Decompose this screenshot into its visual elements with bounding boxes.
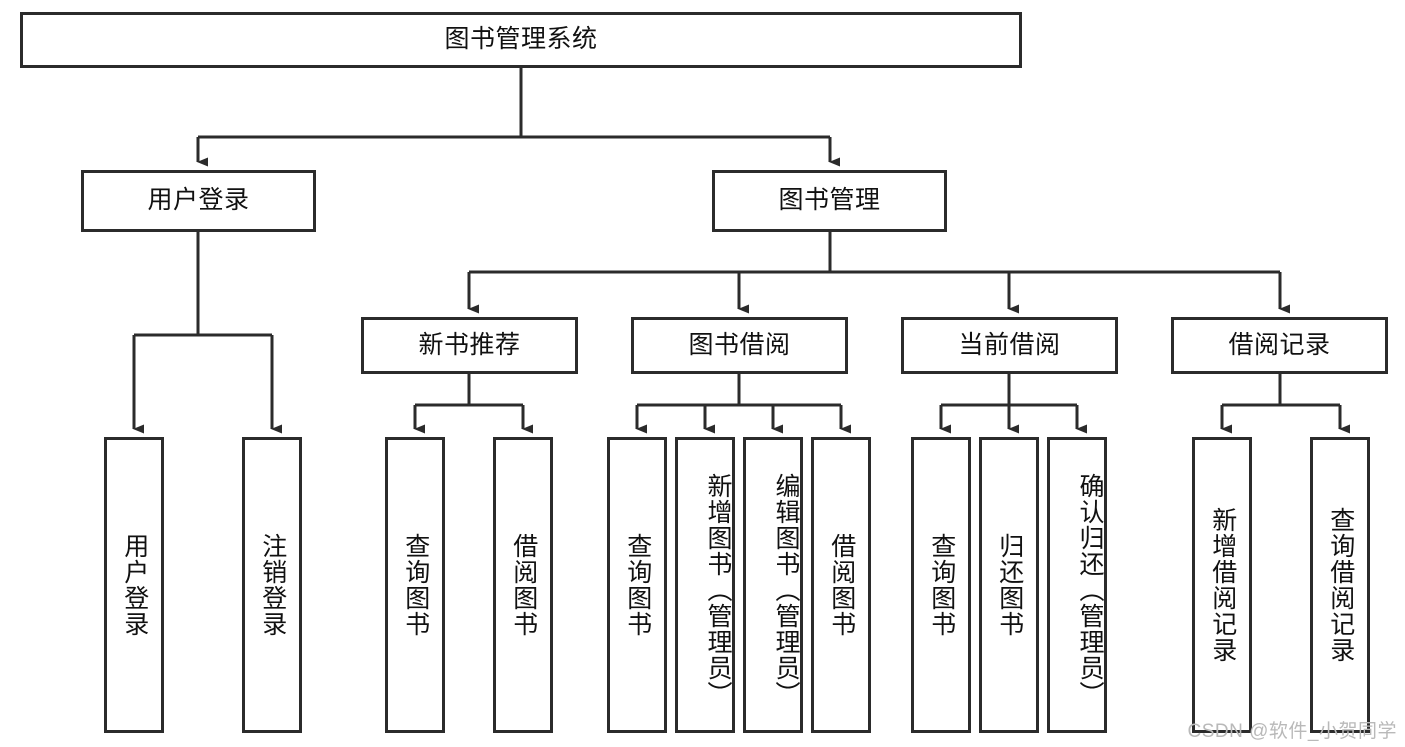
node-leaf-edit-book[interactable]: 编辑图书（管理员）	[743, 437, 803, 733]
node-leaf-logout-login-label: 注销登录	[258, 533, 287, 637]
node-leaf-query-book-2[interactable]: 查询图书	[607, 437, 667, 733]
node-leaf-query-record-label: 查询借阅记录	[1326, 507, 1355, 663]
node-leaf-query-book-1[interactable]: 查询图书	[385, 437, 445, 733]
node-root-label: 图书管理系统	[444, 25, 598, 54]
node-leaf-add-book-label: 新增图书（管理员）	[704, 473, 732, 707]
node-leaf-add-record-label: 新增借阅记录	[1208, 507, 1237, 663]
node-new-book-recommend[interactable]: 新书推荐	[361, 317, 578, 374]
node-book-borrow-label: 图书借阅	[688, 330, 791, 359]
node-leaf-logout-login[interactable]: 注销登录	[242, 437, 302, 733]
node-leaf-query-book-3[interactable]: 查询图书	[911, 437, 971, 733]
node-current-borrow-label: 当前借阅	[958, 330, 1061, 359]
node-leaf-query-book-2-label: 查询图书	[623, 533, 652, 637]
node-borrow-record[interactable]: 借阅记录	[1171, 317, 1388, 374]
node-user-login[interactable]: 用户登录	[81, 170, 316, 232]
node-leaf-borrow-book-2[interactable]: 借阅图书	[811, 437, 871, 733]
node-leaf-return-book[interactable]: 归还图书	[979, 437, 1039, 733]
node-book-management[interactable]: 图书管理	[712, 170, 947, 232]
node-leaf-confirm-return[interactable]: 确认归还（管理员）	[1047, 437, 1107, 733]
node-leaf-query-book-3-label: 查询图书	[927, 533, 956, 637]
node-leaf-edit-book-label: 编辑图书（管理员）	[772, 473, 800, 707]
node-leaf-add-book[interactable]: 新增图书（管理员）	[675, 437, 735, 733]
node-leaf-query-record[interactable]: 查询借阅记录	[1310, 437, 1370, 733]
node-leaf-borrow-book-1[interactable]: 借阅图书	[493, 437, 553, 733]
node-new-book-recommend-label: 新书推荐	[418, 330, 521, 359]
node-leaf-user-login[interactable]: 用户登录	[104, 437, 164, 733]
node-leaf-return-book-label: 归还图书	[995, 533, 1024, 637]
node-book-borrow[interactable]: 图书借阅	[631, 317, 848, 374]
node-leaf-add-record[interactable]: 新增借阅记录	[1192, 437, 1252, 733]
node-leaf-borrow-book-1-label: 借阅图书	[509, 533, 538, 637]
node-leaf-query-book-1-label: 查询图书	[401, 533, 430, 637]
node-leaf-borrow-book-2-label: 借阅图书	[827, 533, 856, 637]
node-leaf-user-login-label: 用户登录	[120, 533, 149, 637]
node-current-borrow[interactable]: 当前借阅	[901, 317, 1118, 374]
node-root-book-management-system[interactable]: 图书管理系统	[20, 12, 1022, 68]
node-borrow-record-label: 借阅记录	[1228, 330, 1331, 359]
node-leaf-confirm-return-label: 确认归还（管理员）	[1076, 473, 1104, 707]
node-book-management-label: 图书管理	[778, 186, 881, 215]
node-user-login-label: 用户登录	[147, 186, 250, 215]
watermark-text: CSDN @软件_小贺同学	[1187, 721, 1397, 742]
